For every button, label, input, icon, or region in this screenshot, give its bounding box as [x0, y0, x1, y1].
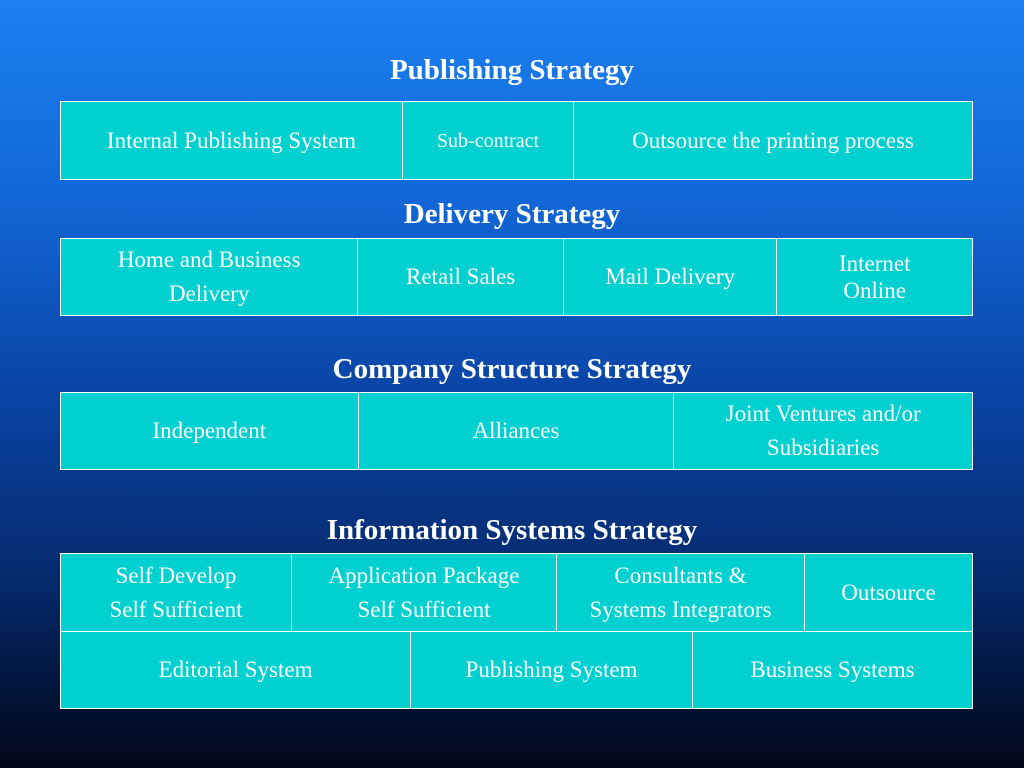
information-systems-strategy-heading: Information Systems Strategy: [326, 514, 698, 546]
option-label: Application Package Self Sufficient: [328, 562, 520, 622]
option-consultants-integrators: Consultants & Systems Integrators: [556, 553, 805, 632]
option-label: Outsource: [841, 580, 936, 605]
option-label: Outsource the printing process: [632, 128, 914, 153]
information-systems-options-row: Self Develop Self Sufficient Application…: [60, 553, 973, 632]
system-label: Business Systems: [750, 657, 915, 682]
option-independent: Independent: [60, 392, 359, 470]
option-label: Independent: [152, 418, 267, 443]
option-label: Sub-contract: [436, 129, 540, 152]
option-mail-delivery: Mail Delivery: [562, 238, 778, 316]
option-label: Internet Online: [838, 251, 911, 303]
option-internet-online: Internet Online: [776, 238, 973, 316]
option-label: Home and Business Delivery: [117, 247, 301, 306]
system-publishing: Publishing System: [410, 631, 693, 709]
publishing-strategy-row: Internal Publishing System Sub-contract …: [60, 101, 973, 180]
system-editorial: Editorial System: [60, 631, 411, 709]
information-systems-systems-row: Editorial System Publishing System Busin…: [60, 631, 973, 709]
system-label: Editorial System: [158, 657, 313, 682]
option-sub-contract: Sub-contract: [402, 101, 574, 180]
publishing-strategy-heading: Publishing Strategy: [389, 54, 635, 86]
option-joint-ventures: Joint Ventures and/or Subsidiaries: [673, 392, 973, 470]
option-label: Mail Delivery: [605, 264, 735, 289]
company-structure-strategy-row: Independent Alliances Joint Ventures and…: [60, 392, 973, 470]
option-outsource-printing: Outsource the printing process: [573, 101, 973, 180]
delivery-strategy-heading: Delivery Strategy: [403, 198, 621, 230]
option-label: Retail Sales: [406, 264, 516, 289]
company-structure-strategy-heading: Company Structure Strategy: [332, 353, 692, 385]
option-label: Joint Ventures and/or Subsidiaries: [725, 401, 921, 460]
option-home-business-delivery: Home and Business Delivery: [60, 238, 359, 316]
option-label: Consultants & Systems Integrators: [589, 562, 772, 622]
option-label: Self Develop Self Sufficient: [109, 562, 243, 622]
option-outsource: Outsource: [804, 553, 973, 632]
option-alliances: Alliances: [357, 392, 675, 470]
delivery-strategy-row: Home and Business Delivery Retail Sales …: [60, 238, 973, 316]
option-retail-sales: Retail Sales: [357, 238, 564, 316]
option-self-develop: Self Develop Self Sufficient: [60, 553, 292, 632]
option-application-package: Application Package Self Sufficient: [291, 553, 557, 632]
option-label: Internal Publishing System: [106, 127, 357, 153]
option-internal-publishing-system: Internal Publishing System: [60, 101, 403, 180]
system-business: Business Systems: [692, 631, 973, 709]
option-label: Alliances: [472, 418, 560, 443]
system-label: Publishing System: [465, 657, 638, 682]
